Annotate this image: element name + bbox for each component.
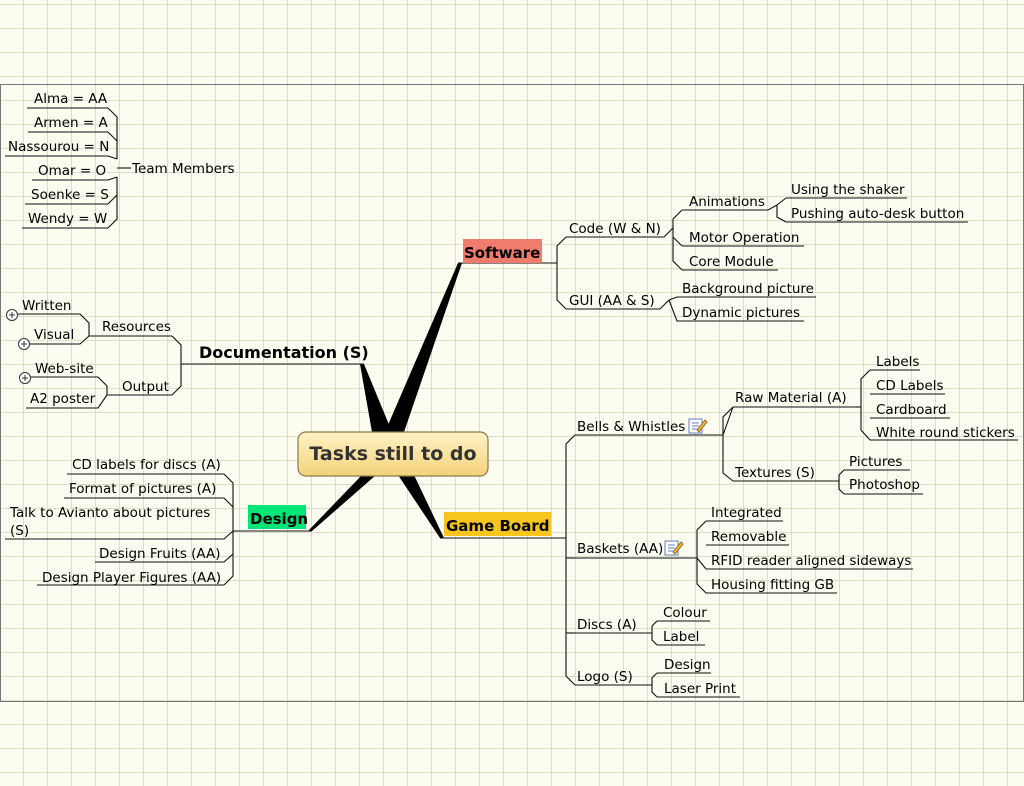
team-member[interactable]: Wendy = W: [28, 211, 107, 227]
baskets-item[interactable]: Housing fitting GB: [711, 577, 834, 593]
design-item[interactable]: Design Player Figures (AA): [42, 570, 221, 586]
output-item-website[interactable]: Web-site: [35, 361, 94, 377]
design-item[interactable]: CD labels for discs (A): [72, 457, 221, 473]
note-icon[interactable]: [664, 540, 684, 556]
branch-documentation: [360, 364, 392, 432]
gameboard-topic[interactable]: Game Board: [446, 517, 549, 535]
textures-item[interactable]: Photoshop: [849, 477, 920, 493]
output-item-poster[interactable]: A2 poster: [30, 391, 96, 407]
raw-material-item[interactable]: Labels: [876, 354, 919, 370]
note-icon[interactable]: [688, 418, 708, 434]
design-item[interactable]: Format of pictures (A): [69, 481, 216, 497]
bells-topic[interactable]: Bells & Whistles: [577, 419, 685, 435]
code-item[interactable]: Motor Operation: [689, 230, 800, 246]
raw-material-topic[interactable]: Raw Material (A): [735, 390, 847, 406]
central-topic[interactable]: Tasks still to do: [297, 431, 489, 477]
animations-topic[interactable]: Animations: [689, 194, 765, 210]
code-topic[interactable]: Code (W & N): [569, 221, 661, 237]
resource-item-visual[interactable]: Visual: [34, 327, 74, 343]
design-item[interactable]: Talk to Avianto about pictures: [9, 505, 210, 521]
discs-item[interactable]: Colour: [663, 605, 707, 621]
baskets-item[interactable]: RFID reader aligned sideways: [711, 553, 911, 569]
baskets-item[interactable]: Integrated: [711, 505, 782, 521]
team-member[interactable]: Armen = A: [34, 115, 108, 131]
output-topic[interactable]: Output: [122, 379, 169, 395]
resource-item-written[interactable]: Written: [22, 298, 72, 314]
gui-item[interactable]: Background picture: [682, 281, 814, 297]
baskets-item[interactable]: Removable: [711, 529, 786, 545]
raw-material-item[interactable]: Cardboard: [876, 402, 947, 418]
resources-topic[interactable]: Resources: [102, 319, 171, 335]
design-topic[interactable]: Design: [250, 510, 308, 528]
design-item[interactable]: Design Fruits (AA): [99, 546, 221, 562]
logo-item[interactable]: Laser Print: [664, 681, 736, 697]
plus-circle-icon[interactable]: [19, 372, 31, 384]
raw-material-item[interactable]: White round stickers: [876, 425, 1015, 441]
baskets-topic[interactable]: Baskets (AA): [577, 541, 663, 557]
textures-item[interactable]: Pictures: [849, 454, 902, 470]
team-member[interactable]: Soenke = S: [31, 187, 109, 203]
central-topic-label: Tasks still to do: [309, 443, 476, 465]
gui-topic[interactable]: GUI (AA & S): [569, 293, 655, 309]
documentation-branch: Documentation (S) Resources Output Writt…: [6, 298, 369, 409]
software-branch: Software Code (W & N) GUI (AA & S) Anima…: [458, 182, 968, 322]
team-member[interactable]: Nassourou = N: [8, 139, 109, 155]
design-topic-bg: [248, 505, 306, 529]
team-members-topic[interactable]: Team Members: [131, 161, 235, 177]
team-members-branch: Alma = AA Armen = A Nassourou = N Omar =…: [5, 91, 235, 229]
branch-design: [308, 475, 376, 531]
gameboard-branch: Game Board Bells & Whistles Raw Material…: [440, 354, 1018, 698]
branch-gameboard: [398, 475, 444, 538]
animation-item[interactable]: Using the shaker: [791, 182, 905, 198]
documentation-topic[interactable]: Documentation (S): [199, 343, 369, 362]
code-item[interactable]: Core Module: [689, 254, 774, 270]
branch-software: [385, 263, 462, 432]
logo-topic[interactable]: Logo (S): [577, 669, 633, 685]
plus-circle-icon[interactable]: [18, 338, 30, 350]
discs-topic[interactable]: Discs (A): [577, 617, 637, 633]
design-branch: Design CD labels for discs (A) Format of…: [5, 457, 312, 586]
plus-circle-icon[interactable]: [6, 309, 18, 321]
logo-item[interactable]: Design: [664, 657, 711, 673]
main-branches: [308, 263, 462, 538]
software-topic-bg: [463, 239, 542, 263]
team-member[interactable]: Alma = AA: [34, 91, 108, 107]
gui-item[interactable]: Dynamic pictures: [682, 305, 800, 321]
software-topic[interactable]: Software: [464, 244, 540, 262]
raw-material-item[interactable]: CD Labels: [876, 378, 944, 394]
design-item[interactable]: (S): [10, 523, 29, 539]
team-member[interactable]: Omar = O: [38, 163, 106, 179]
textures-topic[interactable]: Textures (S): [734, 465, 815, 481]
discs-item[interactable]: Label: [663, 629, 699, 645]
animation-item[interactable]: Pushing auto-desk button: [791, 206, 964, 222]
gameboard-topic-bg: [444, 512, 551, 536]
